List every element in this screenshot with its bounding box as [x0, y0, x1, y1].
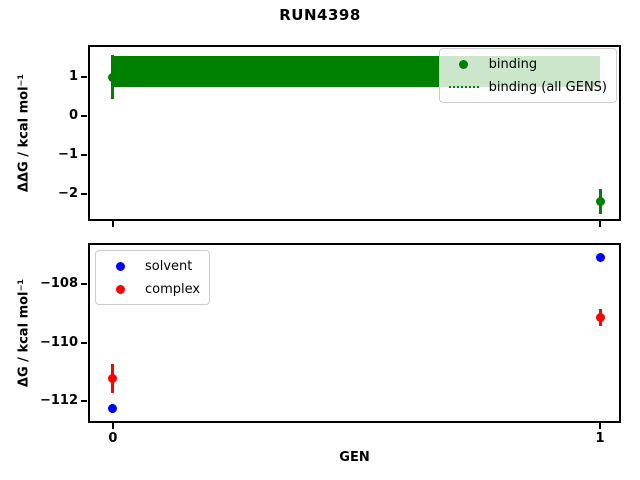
dotted-line-icon [448, 86, 479, 88]
figure-title: RUN4398 [279, 6, 361, 24]
y-tick-mark [81, 283, 87, 286]
binding-all-gens-dotted-line [112, 70, 601, 73]
x-tick-mark [111, 423, 114, 429]
x-tick-label: 1 [595, 431, 605, 446]
y-tick-label: 0 [68, 108, 78, 124]
legend-label: binding [488, 56, 538, 72]
x-axis-label: GEN [339, 450, 370, 465]
ddg-plot-area: binding binding (all GENS) [88, 45, 621, 221]
x-tick-mark [111, 221, 114, 227]
x-tick-label: 0 [108, 431, 118, 446]
dg-plot-area: solvent complex [88, 243, 621, 423]
y-tick-label: −2 [58, 186, 78, 202]
y-tick-mark [81, 76, 87, 78]
legend-item-binding: binding [449, 54, 607, 74]
data-point-solvent-gen1 [595, 252, 605, 262]
y-tick-mark [81, 341, 87, 344]
data-point-binding-gen0 [108, 72, 118, 82]
data-point-complex-gen1 [595, 312, 605, 322]
ddg-y-axis-label: ΔΔG / kcal mol⁻¹ [16, 73, 32, 193]
y-tick-label: −112 [39, 393, 78, 409]
legend-label: binding (all GENS) [488, 79, 607, 95]
legend-item-solvent: solvent [105, 256, 200, 276]
y-tick-mark [81, 193, 87, 196]
y-tick-label: −108 [39, 276, 78, 292]
ddg-legend: binding binding (all GENS) [438, 48, 617, 103]
x-tick-mark [599, 423, 602, 429]
y-tick-label: −1 [58, 147, 78, 163]
dg-legend: solvent complex [95, 250, 211, 305]
legend-label: complex [145, 281, 201, 297]
y-tick-mark [81, 400, 87, 403]
data-point-binding-gen1 [595, 196, 605, 206]
complex-dot-icon [105, 284, 135, 294]
data-point-complex-gen0 [108, 373, 118, 383]
legend-item-complex: complex [105, 279, 200, 299]
y-tick-label: −110 [39, 334, 78, 350]
binding-dot-icon [449, 59, 479, 69]
data-point-solvent-gen0 [108, 404, 118, 414]
y-tick-mark [81, 154, 87, 157]
solvent-dot-icon [105, 261, 135, 271]
y-tick-label: 1 [68, 69, 78, 84]
x-tick-mark [599, 221, 602, 227]
legend-item-binding-all-gens: binding (all GENS) [448, 77, 607, 97]
legend-label: solvent [145, 258, 193, 274]
y-tick-mark [81, 115, 87, 118]
